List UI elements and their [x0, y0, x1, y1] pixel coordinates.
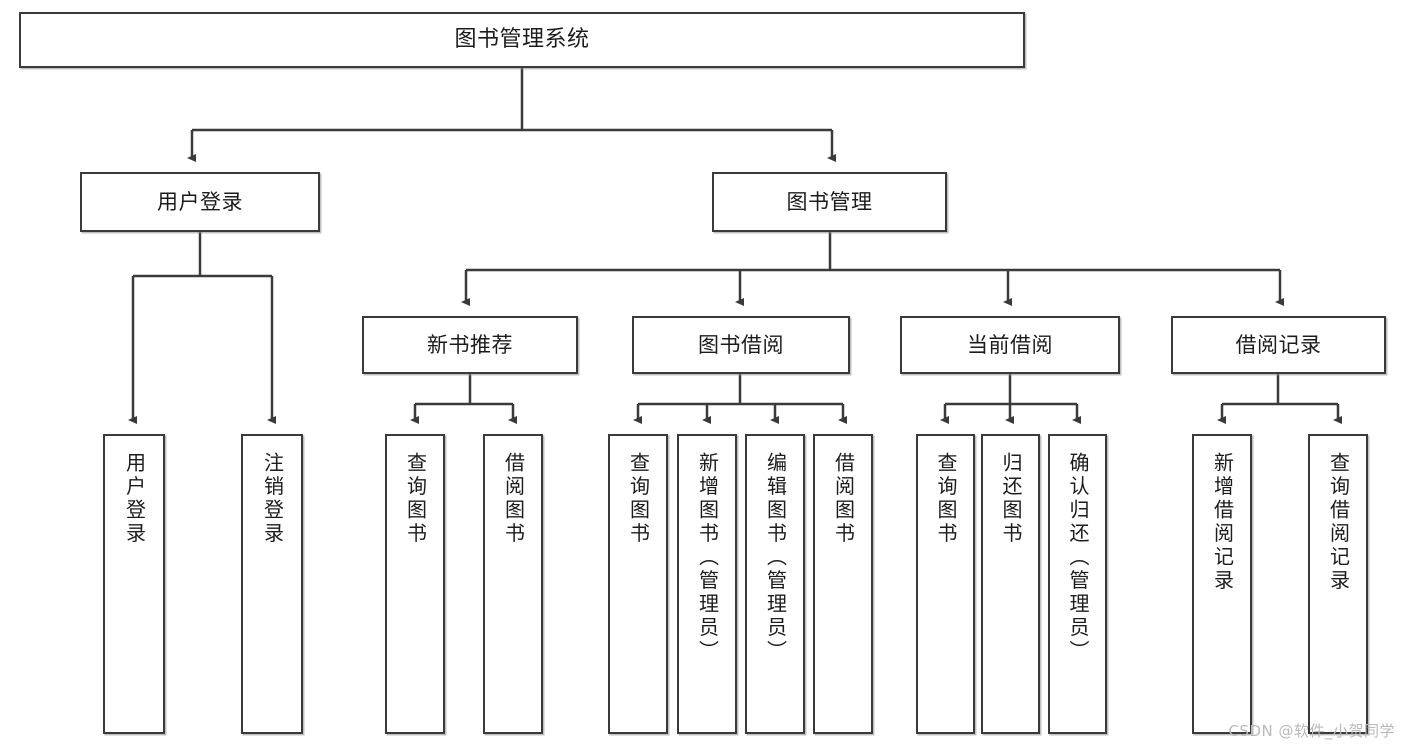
node-label: 归还图书: [999, 452, 1023, 546]
leaf-user-login-signin[interactable]: 用户登录: [103, 434, 165, 734]
node-root-library-system[interactable]: 图书管理系统: [19, 12, 1025, 68]
node-label: 确认归还（管理员）: [1066, 452, 1090, 664]
node-book-borrow[interactable]: 图书借阅: [632, 316, 850, 374]
leaf-borrow-add-book-admin[interactable]: 新增图书（管理员）: [677, 434, 737, 734]
node-label: 借阅图书: [501, 452, 526, 546]
leaf-new-book-query[interactable]: 查询图书: [385, 434, 445, 734]
node-label: 编辑图书（管理员）: [763, 452, 788, 664]
node-current-borrow[interactable]: 当前借阅: [900, 316, 1120, 374]
leaf-current-return-book[interactable]: 归还图书: [981, 434, 1040, 734]
node-label: 当前借阅: [967, 332, 1053, 357]
leaf-current-query-book[interactable]: 查询图书: [916, 434, 975, 734]
leaf-user-login-signout[interactable]: 注销登录: [241, 434, 303, 734]
leaf-borrow-edit-book-admin[interactable]: 编辑图书（管理员）: [745, 434, 805, 734]
node-label: 借阅图书: [831, 452, 856, 546]
node-book-management[interactable]: 图书管理: [712, 172, 947, 232]
node-label: 借阅记录: [1235, 332, 1322, 357]
node-borrow-record[interactable]: 借阅记录: [1171, 316, 1386, 374]
node-label: 图书管理系统: [454, 27, 590, 53]
leaf-record-add-borrow-record[interactable]: 新增借阅记录: [1192, 434, 1252, 734]
node-label: 查询图书: [934, 452, 958, 546]
leaf-record-query-borrow-record[interactable]: 查询借阅记录: [1308, 434, 1368, 734]
node-label: 图书借阅: [698, 332, 784, 357]
leaf-borrow-query-book[interactable]: 查询图书: [608, 434, 668, 734]
node-label: 查询借阅记录: [1326, 452, 1351, 593]
leaf-borrow-borrow-book[interactable]: 借阅图书: [813, 434, 873, 734]
node-label: 注销登录: [260, 452, 285, 546]
node-label: 新增图书（管理员）: [695, 452, 720, 664]
leaf-current-confirm-return-admin[interactable]: 确认归还（管理员）: [1048, 434, 1107, 734]
watermark-text: CSDN @软件_小贺同学: [1228, 722, 1395, 740]
node-label: 用户登录: [157, 189, 243, 214]
node-label: 图书管理: [786, 189, 873, 214]
node-label: 新增借阅记录: [1210, 452, 1235, 593]
node-user-login[interactable]: 用户登录: [80, 172, 320, 232]
node-label: 查询图书: [403, 452, 428, 546]
node-label: 用户登录: [122, 452, 147, 546]
node-label: 查询图书: [626, 452, 651, 546]
node-label: 新书推荐: [427, 332, 513, 357]
node-new-book-recommend[interactable]: 新书推荐: [362, 316, 578, 374]
leaf-new-book-borrow[interactable]: 借阅图书: [483, 434, 543, 734]
